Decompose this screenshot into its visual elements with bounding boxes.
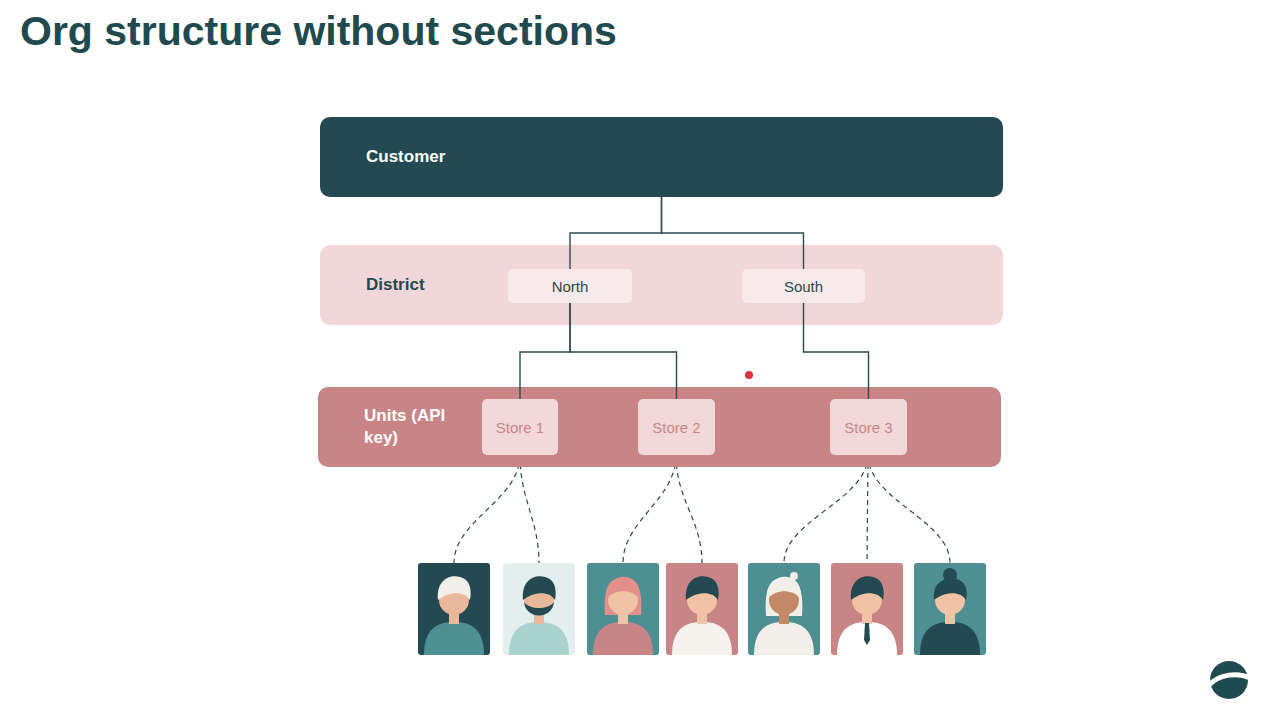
unit-box: Store 2 <box>638 399 715 455</box>
person-avatar <box>748 563 820 655</box>
avatar-tie <box>864 623 870 645</box>
level-band: Customer <box>320 117 1003 197</box>
band-label: Units (API key) <box>364 405 464 449</box>
avatar-card <box>831 563 903 655</box>
avatar-hair-bun <box>790 572 798 580</box>
dashed-leader <box>454 455 520 563</box>
avatar-card <box>418 563 490 655</box>
box-label: Store 3 <box>844 419 892 436</box>
tree-connector <box>570 303 677 399</box>
avatar-body <box>837 622 897 655</box>
avatar-hair <box>686 576 719 600</box>
tree-connector <box>804 303 869 399</box>
dashed-leader <box>784 455 868 563</box>
avatar-card <box>748 563 820 655</box>
box-label: South <box>784 278 823 295</box>
box-label: Store 2 <box>652 419 700 436</box>
level-band: Units (API key) Store 1 Store 2 Store 3 <box>318 387 1001 467</box>
district-box: South <box>742 269 865 303</box>
unit-box: Store 3 <box>830 399 907 455</box>
logo-stripe <box>1209 675 1250 685</box>
person-avatar <box>666 563 738 655</box>
page-title: Org structure without sections <box>20 8 617 55</box>
avatar-hair <box>607 577 639 598</box>
avatar-card <box>503 563 575 655</box>
box-label: North <box>552 278 589 295</box>
avatar-hair <box>851 576 884 600</box>
avatar-body <box>672 622 732 655</box>
avatar-card <box>587 563 659 655</box>
dashed-leader <box>623 455 676 563</box>
tree-connector <box>520 303 570 399</box>
box-label: Store 1 <box>496 419 544 436</box>
band-label: Customer <box>366 146 445 168</box>
avatar-body <box>920 622 980 655</box>
avatar-body <box>424 622 484 655</box>
avatar-card <box>666 563 738 655</box>
person-avatar <box>418 563 490 655</box>
dashed-leader <box>867 455 868 563</box>
pointer-dot <box>745 371 753 379</box>
person-avatar <box>914 563 986 655</box>
person-avatar <box>503 563 575 655</box>
tree-connector <box>662 197 804 269</box>
avatar-body <box>754 622 814 655</box>
avatar-hair <box>934 579 967 600</box>
avatar-body <box>593 622 653 655</box>
person-avatar <box>831 563 903 655</box>
avatar-card <box>914 563 986 655</box>
avatar-beard <box>524 602 554 616</box>
band-label: District <box>366 274 425 296</box>
avatar-hair <box>768 577 800 598</box>
avatar-body <box>509 622 569 655</box>
level-band: District North South <box>320 245 1003 325</box>
person-avatar <box>587 563 659 655</box>
dashed-leader <box>676 455 702 563</box>
dashed-leader <box>520 455 539 563</box>
avatar-hair <box>523 576 556 600</box>
tree-connector <box>570 197 662 269</box>
unit-box: Store 1 <box>482 399 558 455</box>
district-box: North <box>508 269 632 303</box>
avatar-hair <box>438 576 471 600</box>
dashed-leader <box>868 455 950 563</box>
brand-logo <box>1209 661 1250 699</box>
